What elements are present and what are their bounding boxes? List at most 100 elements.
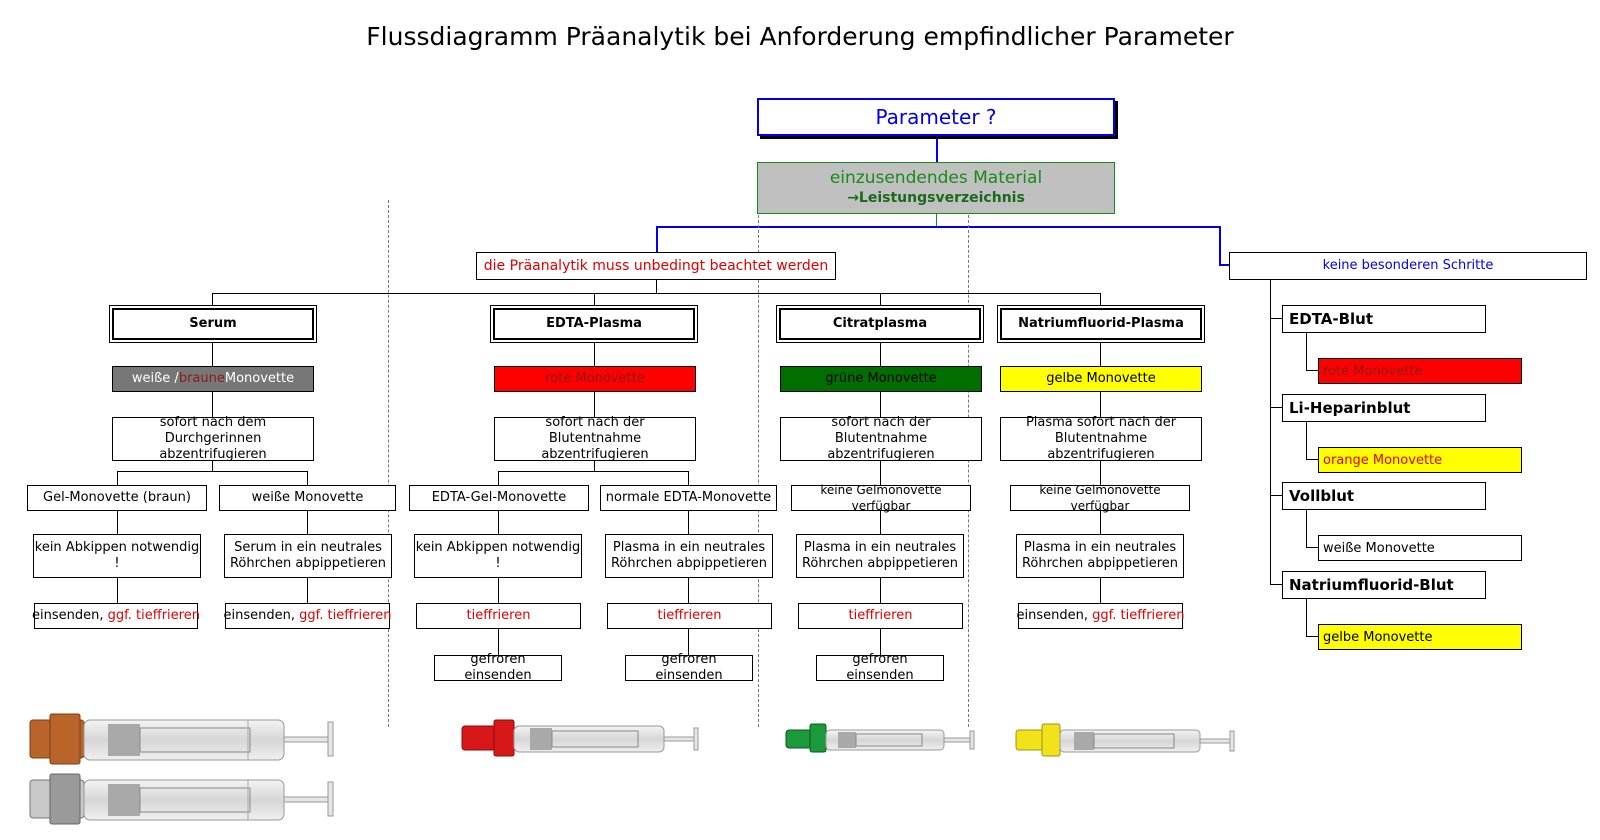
freeze-label: ggf. tieffrieren [1088,608,1185,623]
syringe-tube-red [461,719,699,757]
connector-line [656,226,658,252]
syringe-tube-yellow [1015,723,1235,757]
send-label: einsenden, [1016,608,1089,623]
connector-line [1306,459,1318,460]
tube-edta: rote Monovette [494,366,696,392]
syringe-tube-grey [29,773,334,825]
tube-citrat: grüne Monovette [780,366,982,392]
connector-line [1100,461,1101,606]
tube-serum-brown: braune [178,371,225,386]
connector-line [688,471,689,485]
citrat-freeze: tieffrieren [798,603,963,629]
right-tube-vollblut: weiße Monovette [1318,535,1522,561]
citrat-send: gefroren einsenden [816,652,944,683]
connector-line [212,461,213,472]
connector-line [1306,510,1307,548]
fluorid-pipette: Plasma in ein neutrales Röhrchen abpippe… [1016,534,1184,578]
send-label: einsenden, [32,608,104,623]
right-item-vollblut: Vollblut [1282,482,1486,510]
diagram-title: Flussdiagramm Präanalytik bei Anforderun… [366,22,1234,51]
connector-line [307,471,308,485]
serum-no-tilt: kein Abkippen notwendig ! [33,534,201,578]
connector-line [1306,422,1307,460]
connector-line [1306,370,1318,371]
serum-pipette: Serum in ein neutrales Röhrchen abpippet… [224,534,392,578]
edta-freeze-left: tieffrieren [416,603,581,629]
connector-line [1306,636,1318,637]
step-edta: sofort nach der Blutentnahme abzentrifug… [494,415,696,462]
header-citrat: Citratplasma [779,308,981,340]
connector-line [1219,226,1221,266]
fluorid-no-gel: keine Gelmonovette verfügbar [1010,483,1190,513]
citrat-no-gel: keine Gelmonovette verfügbar [791,483,971,513]
right-tube-edta-blut: rote Monovette [1318,358,1522,384]
right-item-edta-blut: EDTA-Blut [1282,305,1486,333]
edta-no-tilt: kein Abkippen notwendig ! [414,534,582,578]
serum-gel-tube: Gel-Monovette (braun) [27,485,207,511]
connector-line [212,293,213,307]
freeze-label: ggf. tieffrieren [295,608,392,623]
header-fluorid: Natriumfluorid-Plasma [1000,308,1202,340]
connector-line [936,136,938,164]
connector-line [656,226,1221,228]
connector-line [936,213,937,227]
syringe-tube-brown [29,713,334,765]
syringe-tube-green [785,723,975,753]
connector-line [656,278,657,293]
connector-line [117,471,118,485]
connector-line [1306,547,1318,548]
material-node: einzusendendes Material →Leistungsverzei… [757,162,1115,214]
connector-line [498,511,499,659]
serum-send-right: einsenden, ggf. tieffrieren [223,603,392,629]
separator-line [388,200,389,727]
header-serum: Serum [112,308,314,340]
connector-line [117,471,308,472]
required-note: die Präanalytik muss unbedingt beachtet … [476,252,836,280]
connector-line [498,471,689,472]
tube-serum-suffix: Monovette [224,371,295,386]
serum-white-tube: weiße Monovette [219,485,396,511]
connector-line [1270,280,1271,585]
connector-line [594,293,595,307]
right-item-natriumfluorid: Natriumfluorid-Blut [1282,571,1486,599]
connector-line [880,293,881,307]
tube-fluorid: gelbe Monovette [1000,366,1202,392]
connector-line [594,461,595,472]
tube-serum-white: weiße / [131,371,179,386]
connector-line [1270,407,1282,408]
edta-pipette: Plasma in ein neutrales Röhrchen abpippe… [605,534,773,578]
step-citrat: sofort nach der Blutentnahme abzentrifug… [780,415,982,462]
freeze-label: ggf. tieffrieren [103,608,200,623]
cap-brown [29,719,85,759]
edta-freeze-right: tieffrieren [607,603,772,629]
cap-green [785,729,813,749]
edta-send-left: gefroren einsenden [434,652,562,683]
right-item-li-heparin: Li-Heparinblut [1282,394,1486,422]
edta-normal-tube: normale EDTA-Monovette [600,485,777,511]
cap-red [461,725,497,751]
right-tube-natriumfluorid: gelbe Monovette [1318,624,1522,650]
header-edta: EDTA-Plasma [493,308,695,340]
send-label: einsenden, [223,608,296,623]
connector-line [1270,495,1282,496]
citrat-pipette: Plasma in ein neutrales Röhrchen abpippe… [796,534,964,578]
no-steps-note: keine besonderen Schritte [1229,252,1587,280]
step-serum: sofort nach dem Durchgerinnen abzentrifu… [112,415,314,462]
serum-send-left: einsenden, ggf. tieffrieren [32,603,200,629]
edta-send-right: gefroren einsenden [625,652,753,683]
connector-line [1270,318,1282,319]
connector-line [498,471,499,485]
separator-line [968,200,969,727]
connector-line [1270,584,1282,585]
fluorid-send: einsenden, ggf. tieffrieren [1016,603,1185,629]
connector-line [688,511,689,659]
cap-grey [29,779,85,819]
cap-yellow [1015,729,1045,751]
connector-line [1219,264,1231,266]
material-reference: →Leistungsverzeichnis [847,190,1025,206]
connector-line [212,293,1100,294]
parameter-node: Parameter ? [757,98,1115,136]
edta-gel-tube: EDTA-Gel-Monovette [409,485,589,511]
material-label: einzusendendes Material [829,168,1043,188]
step-fluorid: Plasma sofort nach der Blutentnahme abze… [1000,415,1202,462]
